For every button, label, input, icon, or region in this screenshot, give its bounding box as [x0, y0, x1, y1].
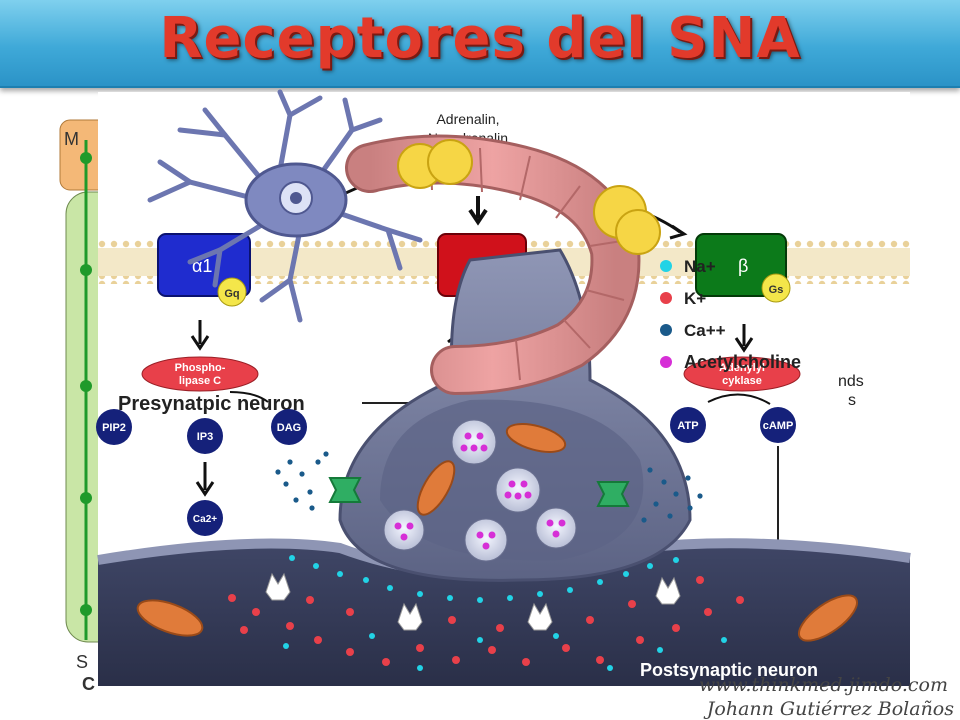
- presynaptic-label: Presynatpic neuron: [118, 393, 305, 415]
- legend-acetylcholine: Acetylcholine: [684, 352, 801, 372]
- ion-dots: [228, 555, 744, 671]
- alpha1-receptor: α1 Gq: [157, 233, 251, 307]
- postsynaptic-neuron: Postsynaptic neuron: [97, 538, 911, 686]
- partial-ligands-2: s: [848, 392, 856, 409]
- legend-k: K+: [684, 289, 706, 308]
- phospholipase-line-1: Phospho-: [175, 362, 226, 374]
- adenylyl-line-2: cyklase: [722, 375, 762, 387]
- title-bar: Receptores del SNA: [0, 0, 960, 88]
- left-panel-bottom-text-2: C: [82, 674, 95, 694]
- credit-author: Johann Gutiérrez Bolaños: [706, 698, 954, 720]
- pip2-label: PIP2: [102, 422, 126, 434]
- legend-na: Na+: [684, 257, 716, 276]
- dag-label: DAG: [277, 422, 301, 434]
- left-panel-bottom-text-1: S: [76, 652, 88, 672]
- mitochondria: [416, 423, 567, 516]
- gq-label: Gq: [224, 288, 239, 300]
- axon: [345, 134, 661, 395]
- adenylyl-line-1: Adenylyl: [719, 362, 765, 374]
- calcium-channels: [328, 477, 630, 507]
- calcium-dots: [275, 451, 703, 523]
- phospholipase-c: Phospho- lipase C: [141, 356, 259, 392]
- second-messengers: PIP2 IP3 DAG Ca2+ ATP cAMP: [96, 407, 796, 536]
- presynaptic-terminal: [275, 248, 703, 582]
- camp-label: cAMP: [763, 420, 794, 432]
- neuron-cell-body: [147, 89, 423, 323]
- postsynaptic-label: Postsynaptic neuron: [640, 660, 818, 680]
- left-panel-top-text: M: [64, 129, 79, 149]
- gs-label: Gs: [769, 284, 784, 296]
- slide-title: Receptores del SNA: [159, 6, 801, 71]
- beta-receptor: β Gs: [695, 233, 791, 303]
- synaptic-vesicles: [383, 419, 577, 562]
- ca2-label: Ca2+: [193, 514, 217, 525]
- adenylyl-cyclase: Adenylyl cyklase: [683, 356, 801, 392]
- atp-label: ATP: [677, 420, 698, 432]
- beta-label: β: [738, 256, 748, 276]
- phospholipase-line-2: lipase C: [179, 375, 221, 387]
- legend-ca: Ca++: [684, 321, 726, 340]
- credit-site: www.thinkmed.jimdo.com: [698, 674, 948, 696]
- ligand-label-1: Adrenalin,: [436, 111, 499, 127]
- ion-legend: Na+ K+ Ca++ Acetylcholine: [660, 257, 801, 372]
- ip3-label: IP3: [197, 431, 214, 443]
- partial-ligands-1: nds: [838, 373, 864, 390]
